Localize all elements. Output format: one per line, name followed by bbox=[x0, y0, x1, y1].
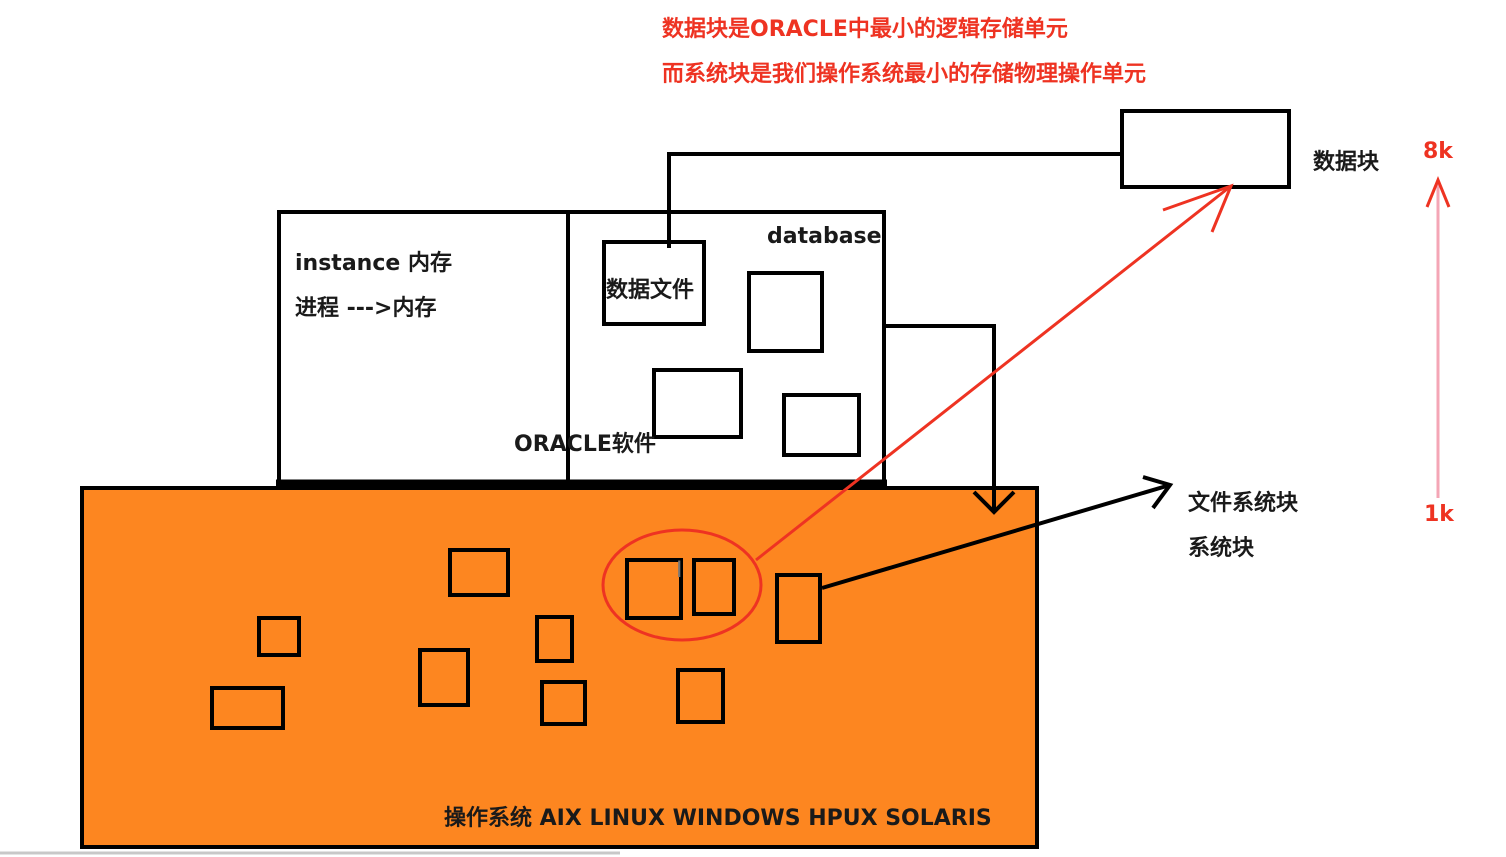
system-block bbox=[692, 558, 736, 616]
db-file-box-2 bbox=[747, 271, 824, 353]
system-block bbox=[775, 573, 822, 644]
red-mapping-arrowhead bbox=[1162, 183, 1234, 233]
highlight-ellipse bbox=[601, 528, 763, 642]
process-label: 进程 --->内存 bbox=[295, 296, 437, 321]
system-block bbox=[448, 548, 510, 597]
size-arrowhead bbox=[1425, 176, 1451, 208]
db-file-box-4 bbox=[782, 393, 861, 457]
system-block bbox=[418, 648, 470, 707]
red-mapping-arrow bbox=[755, 184, 1232, 562]
fs-block-label: 文件系统块 bbox=[1188, 491, 1299, 516]
system-block bbox=[625, 558, 683, 620]
system-block bbox=[535, 615, 574, 663]
fs-block-arrow bbox=[821, 483, 1171, 590]
os-label: 操作系统 AIX LINUX WINDOWS HPUX SOLARIS bbox=[444, 806, 992, 831]
data-block-label: 数据块 bbox=[1313, 150, 1380, 175]
datafile-to-block-connector bbox=[667, 152, 1122, 248]
instance-label: instance 内存 bbox=[295, 251, 452, 276]
db-file-box-3 bbox=[652, 368, 743, 439]
database-to-os-connector bbox=[884, 324, 996, 510]
datafile-label: 数据文件 bbox=[606, 278, 695, 303]
system-block bbox=[540, 680, 587, 726]
note-line-2: 而系统块是我们操作系统最小的存储物理操作单元 bbox=[662, 62, 1147, 87]
database-label: database bbox=[767, 224, 882, 249]
oracle-software-label: ORACLE软件 bbox=[514, 432, 656, 457]
data-block-box bbox=[1120, 109, 1291, 189]
size-top-label: 8k bbox=[1423, 139, 1453, 164]
fs-block-arrowhead bbox=[1142, 475, 1174, 510]
datafile-box bbox=[602, 240, 706, 326]
database-to-os-arrowhead bbox=[972, 490, 1016, 515]
text-cursor-icon: I bbox=[676, 558, 683, 583]
os-block bbox=[80, 486, 1039, 849]
size-bottom-label: 1k bbox=[1424, 502, 1454, 527]
note-line-1: 数据块是ORACLE中最小的逻辑存储单元 bbox=[662, 17, 1068, 42]
system-block-label: 系统块 bbox=[1188, 536, 1255, 561]
system-block bbox=[257, 616, 301, 657]
system-block bbox=[676, 668, 725, 724]
system-block bbox=[210, 686, 285, 730]
